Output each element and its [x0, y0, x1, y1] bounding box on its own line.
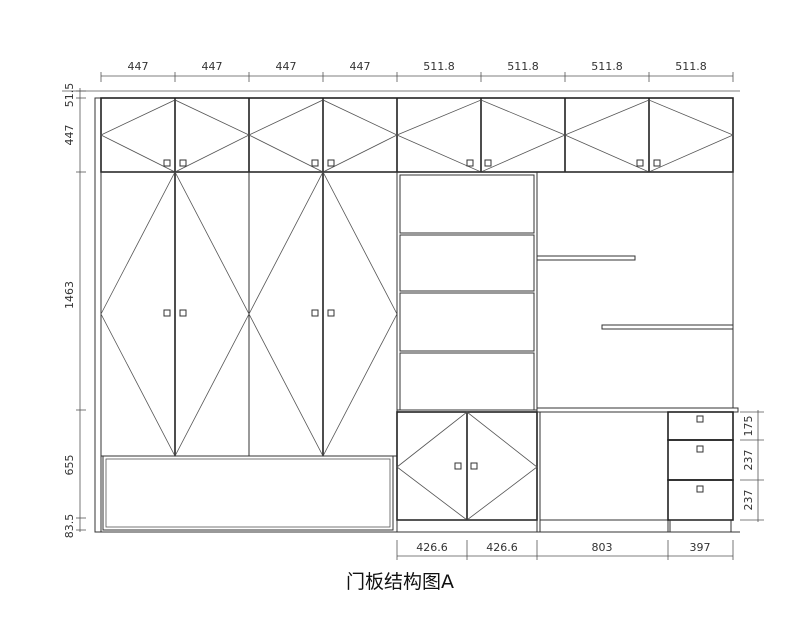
handle-icon	[696, 485, 704, 493]
handle-icon	[179, 159, 187, 167]
right-dimension-line: 175 237 237	[740, 410, 764, 522]
handle-icon	[636, 159, 644, 167]
dim-left-2: 447	[63, 125, 76, 146]
dim-top-3: 447	[276, 60, 297, 73]
handle-icon	[454, 462, 462, 470]
handles	[163, 159, 704, 493]
dim-left-5: 83.5	[63, 514, 76, 539]
dim-right-2: 237	[742, 450, 755, 471]
handle-icon	[653, 159, 661, 167]
dim-top-8: 511.8	[675, 60, 707, 73]
handle-icon	[327, 159, 335, 167]
dim-right-1: 175	[742, 416, 755, 437]
drawing-title: 门板结构图A	[346, 571, 454, 593]
dim-top-7: 511.8	[591, 60, 623, 73]
left-dimension-line: 51.5 447 1463 655 83.5	[62, 83, 740, 539]
cabinet-body	[94, 97, 740, 533]
dim-left-1: 51.5	[63, 83, 76, 108]
handle-icon	[179, 309, 187, 317]
dim-right-3: 237	[742, 490, 755, 511]
dim-left-4: 655	[63, 455, 76, 476]
dim-top-6: 511.8	[507, 60, 539, 73]
handle-icon	[466, 159, 474, 167]
handle-icon	[311, 159, 319, 167]
handle-icon	[470, 462, 478, 470]
dim-top-4: 447	[350, 60, 371, 73]
handle-icon	[696, 445, 704, 453]
dim-top-2: 447	[202, 60, 223, 73]
dim-top-1: 447	[128, 60, 149, 73]
handle-icon	[163, 159, 171, 167]
bottom-dimension-line: 426.6 426.6 803 397	[396, 540, 734, 560]
handle-icon	[311, 309, 319, 317]
handle-icon	[484, 159, 492, 167]
handle-icon	[327, 309, 335, 317]
handle-icon	[696, 415, 704, 423]
dim-top-5: 511.8	[423, 60, 455, 73]
dim-bottom-2: 426.6	[486, 541, 518, 554]
handle-icon	[163, 309, 171, 317]
dim-bottom-1: 426.6	[416, 541, 448, 554]
top-dimension-line: 447 447 447 447 511.8 511.8 511.8 511.8	[100, 60, 734, 82]
dim-bottom-3: 803	[592, 541, 613, 554]
dim-bottom-4: 397	[690, 541, 711, 554]
dim-left-3: 1463	[63, 281, 76, 309]
